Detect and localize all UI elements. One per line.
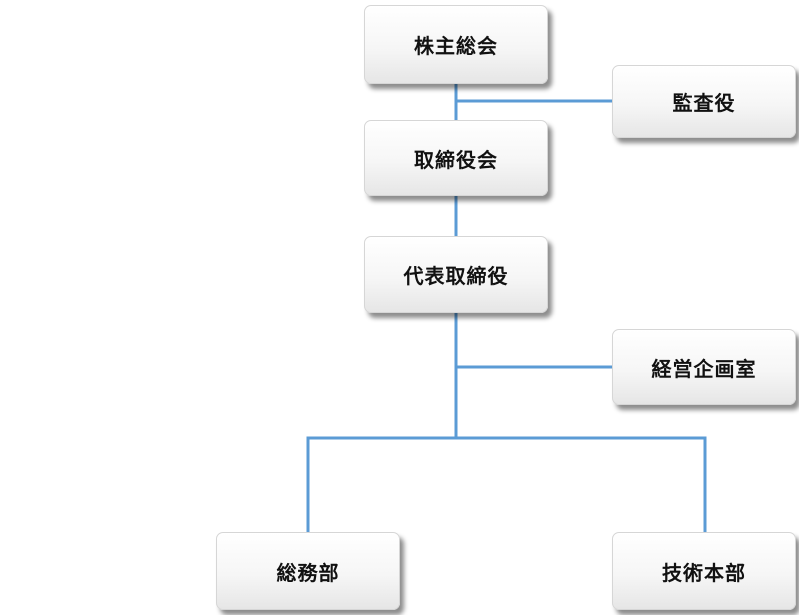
node-shareholders-label: 株主総会 <box>414 34 498 58</box>
node-planning-office-label: 経営企画室 <box>651 356 757 381</box>
node-representative-director: 代表取締役 <box>364 236 548 313</box>
node-technology-division: 技術本部 <box>612 532 796 610</box>
node-board: 取締役会 <box>364 120 548 196</box>
node-planning-office: 経営企画室 <box>612 329 796 405</box>
node-general-affairs: 総務部 <box>216 532 400 610</box>
node-auditor-label: 監査役 <box>672 91 736 115</box>
node-board-label: 取締役会 <box>414 147 498 172</box>
node-shareholders: 株主総会 <box>364 5 548 84</box>
node-auditor: 監査役 <box>612 65 796 138</box>
node-technology-division-label: 技術本部 <box>662 560 746 585</box>
node-general-affairs-label: 総務部 <box>276 560 340 585</box>
node-representative-director-label: 代表取締役 <box>403 264 509 288</box>
